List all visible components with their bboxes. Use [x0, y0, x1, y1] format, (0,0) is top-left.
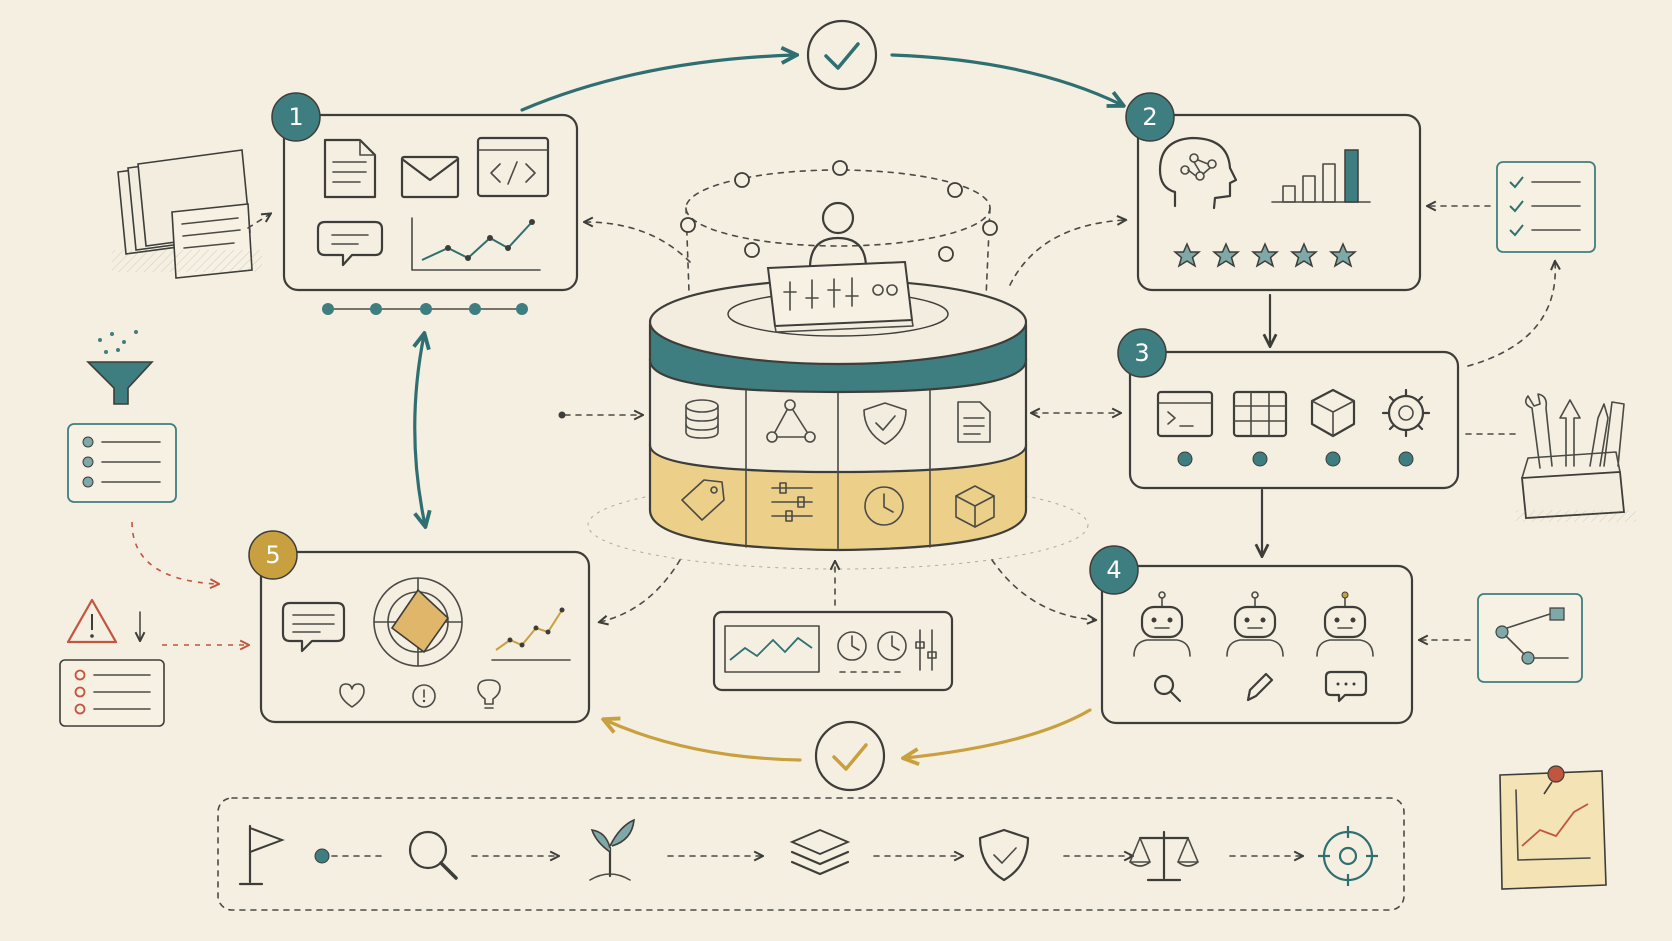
- warning-icon: [66, 598, 140, 644]
- database-icon: [685, 399, 719, 439]
- funnel-icon: [86, 330, 154, 405]
- connector-hub-to-4: [991, 559, 1095, 620]
- timeline-bar: [217, 797, 1405, 911]
- sprout-icon: [589, 818, 635, 881]
- robot-search-icon: [1133, 591, 1191, 703]
- stage-1-card: [282, 113, 579, 292]
- line-chart-icon: [411, 217, 541, 271]
- flow-arrow-1-to-2-b: [890, 53, 1122, 105]
- document-icon: [957, 401, 991, 443]
- robot-edit-icon: [1226, 591, 1284, 702]
- toolbox-icon: [1516, 393, 1636, 522]
- stage-2-badge: 2: [1125, 92, 1175, 142]
- table-icon: [1232, 390, 1288, 438]
- status-dot: [1325, 451, 1341, 467]
- flow-arrow-4-to-5-b: [605, 720, 802, 762]
- alert-icon: [412, 684, 436, 708]
- cube-icon: [1310, 388, 1356, 438]
- stage-4-card: [1100, 564, 1414, 725]
- connector-filter-to-5: [131, 521, 218, 584]
- status-dot: [1398, 451, 1414, 467]
- line-chart-icon: [491, 607, 571, 661]
- svg-text:3: 3: [1134, 339, 1149, 367]
- code-icon: [476, 136, 550, 198]
- brain-network-icon: [1158, 136, 1238, 210]
- connector-hub-to-1: [585, 222, 691, 263]
- search-icon: [408, 830, 458, 880]
- heart-icon: [339, 683, 365, 708]
- stage-4-badge: 4: [1089, 545, 1139, 595]
- gear-icon: [1381, 388, 1431, 438]
- stage-2-card: [1136, 113, 1422, 292]
- sliders-icon: [771, 482, 813, 522]
- lightbulb-icon: [477, 679, 501, 709]
- connector-origin-dot: [558, 411, 566, 419]
- stage-5-card: [259, 550, 591, 724]
- tag-icon: [681, 479, 725, 521]
- stage-5-badge: 5: [248, 530, 298, 580]
- flow-branch-icon: [1477, 593, 1583, 683]
- filtered-list-icon: [67, 423, 177, 503]
- shield-check-icon: [863, 402, 907, 445]
- envelope-icon: [400, 155, 460, 199]
- layers-icon: [789, 829, 851, 876]
- svg-text:2: 2: [1142, 103, 1157, 131]
- arrow-1-5-bidirectional: [415, 335, 425, 525]
- chat-bubble-icon: [281, 601, 346, 653]
- robot-chat-icon: [1316, 591, 1374, 703]
- status-dot: [1177, 451, 1193, 467]
- svg-text:5: 5: [265, 541, 280, 569]
- svg-text:4: 4: [1106, 556, 1121, 584]
- cube-icon: [955, 485, 995, 528]
- checkmark-bottom-icon: [814, 720, 886, 792]
- bar-chart-icon: [1271, 149, 1371, 203]
- flow-arrow-1-to-2-a: [520, 55, 795, 112]
- stage-3-card: [1128, 350, 1460, 490]
- radar-chart-icon: [373, 577, 463, 667]
- connector-hub-to-5: [600, 559, 681, 622]
- clock-icon: [864, 486, 904, 526]
- target-icon: [1318, 826, 1378, 886]
- chat-bubble-icon: [316, 220, 384, 267]
- connector-3-to-checklist: [1467, 262, 1555, 367]
- hub-cylinder: [587, 278, 1089, 570]
- pinned-note-icon: [1499, 765, 1607, 890]
- control-panel-icon: [766, 260, 914, 333]
- progress-dots: [322, 303, 528, 315]
- scales-icon: [1129, 830, 1199, 882]
- operator-person-icon: [808, 201, 868, 270]
- issue-list-icon: [59, 659, 165, 727]
- stage-3-badge: 3: [1117, 328, 1167, 378]
- flow-arrow-4-to-5-a: [905, 708, 1092, 758]
- flag-icon: [238, 824, 285, 886]
- checklist-icon: [1496, 161, 1596, 253]
- timeline-start-dot: [314, 848, 330, 864]
- network-icon: [766, 399, 816, 443]
- document-stack-icon: [112, 149, 270, 279]
- shield-check-icon: [978, 828, 1030, 882]
- monitoring-panel: [712, 610, 954, 692]
- terminal-icon: [1156, 390, 1214, 438]
- connector-hub-to-2: [1009, 220, 1125, 286]
- document-icon: [323, 138, 377, 199]
- stage-1-badge: 1: [271, 92, 321, 142]
- checkmark-top-icon: [806, 19, 878, 91]
- star-rating-icon: [1172, 242, 1358, 268]
- svg-text:1: 1: [288, 103, 303, 131]
- status-dot: [1252, 451, 1268, 467]
